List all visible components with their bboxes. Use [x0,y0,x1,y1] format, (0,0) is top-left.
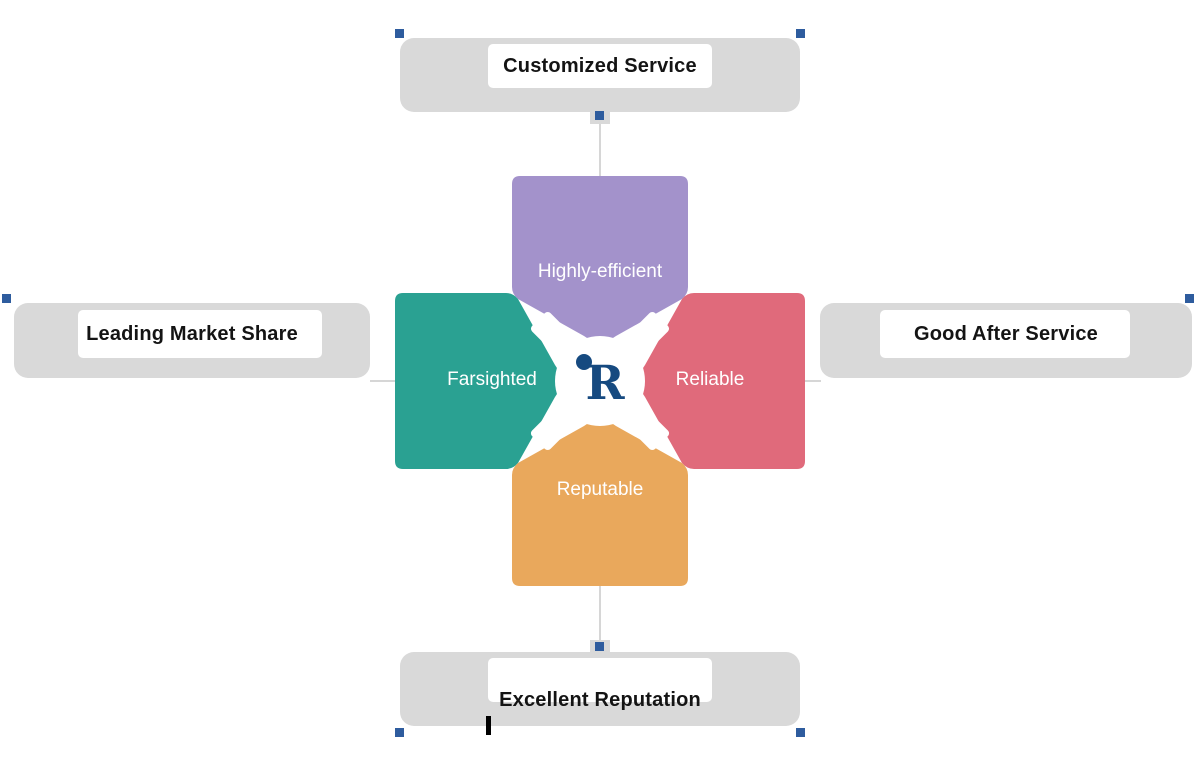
petal-label-reputable: Reputable [556,479,644,500]
logo-dot [576,354,592,370]
selection-handle-top-right[interactable] [796,29,805,38]
logo-letter: R [585,356,625,411]
callout-top-inner [488,44,712,88]
callout-right-frame[interactable] [820,303,1192,378]
callout-left-frame[interactable] [14,303,370,378]
company-logo: R [576,354,625,411]
callout-label-customized-service[interactable]: Customized Service [503,55,697,77]
selection-handle-bottom-top-center[interactable] [595,642,604,651]
callout-label-good-after-service[interactable]: Good After Service [913,323,1099,345]
petal-label-highly-efficient: Highly-efficient [537,261,663,282]
selection-handle-right[interactable] [1185,294,1194,303]
callout-bottom-frame[interactable] [400,640,800,726]
petal-bottom-shape[interactable] [512,420,688,586]
petal-group [395,176,805,586]
callout-left-inner [78,310,322,358]
callout-label-excellent-reputation[interactable]: Excellent Reputation [499,689,701,711]
selection-handle-top-left[interactable] [395,29,404,38]
callout-label-leading-market-share[interactable]: Leading Market Share [86,323,298,345]
petal-right-shape[interactable] [639,293,805,469]
petal-label-reliable: Reliable [675,369,745,390]
text-cursor [486,716,491,735]
petal-label-farsighted: Farsighted [447,369,537,390]
petal-top-shape[interactable] [512,176,688,342]
selection-handle-left[interactable] [2,294,11,303]
callout-top-frame[interactable] [400,38,800,124]
selection-handle-bottom-left[interactable] [395,728,404,737]
selection-handle-top-bottom-center[interactable] [595,111,604,120]
selection-handle-bottom-right[interactable] [796,728,805,737]
callout-bottom-inner [488,658,712,702]
selection-handles [2,29,1194,737]
petal-left-shape[interactable] [395,293,561,469]
callout-right-inner [880,310,1130,358]
